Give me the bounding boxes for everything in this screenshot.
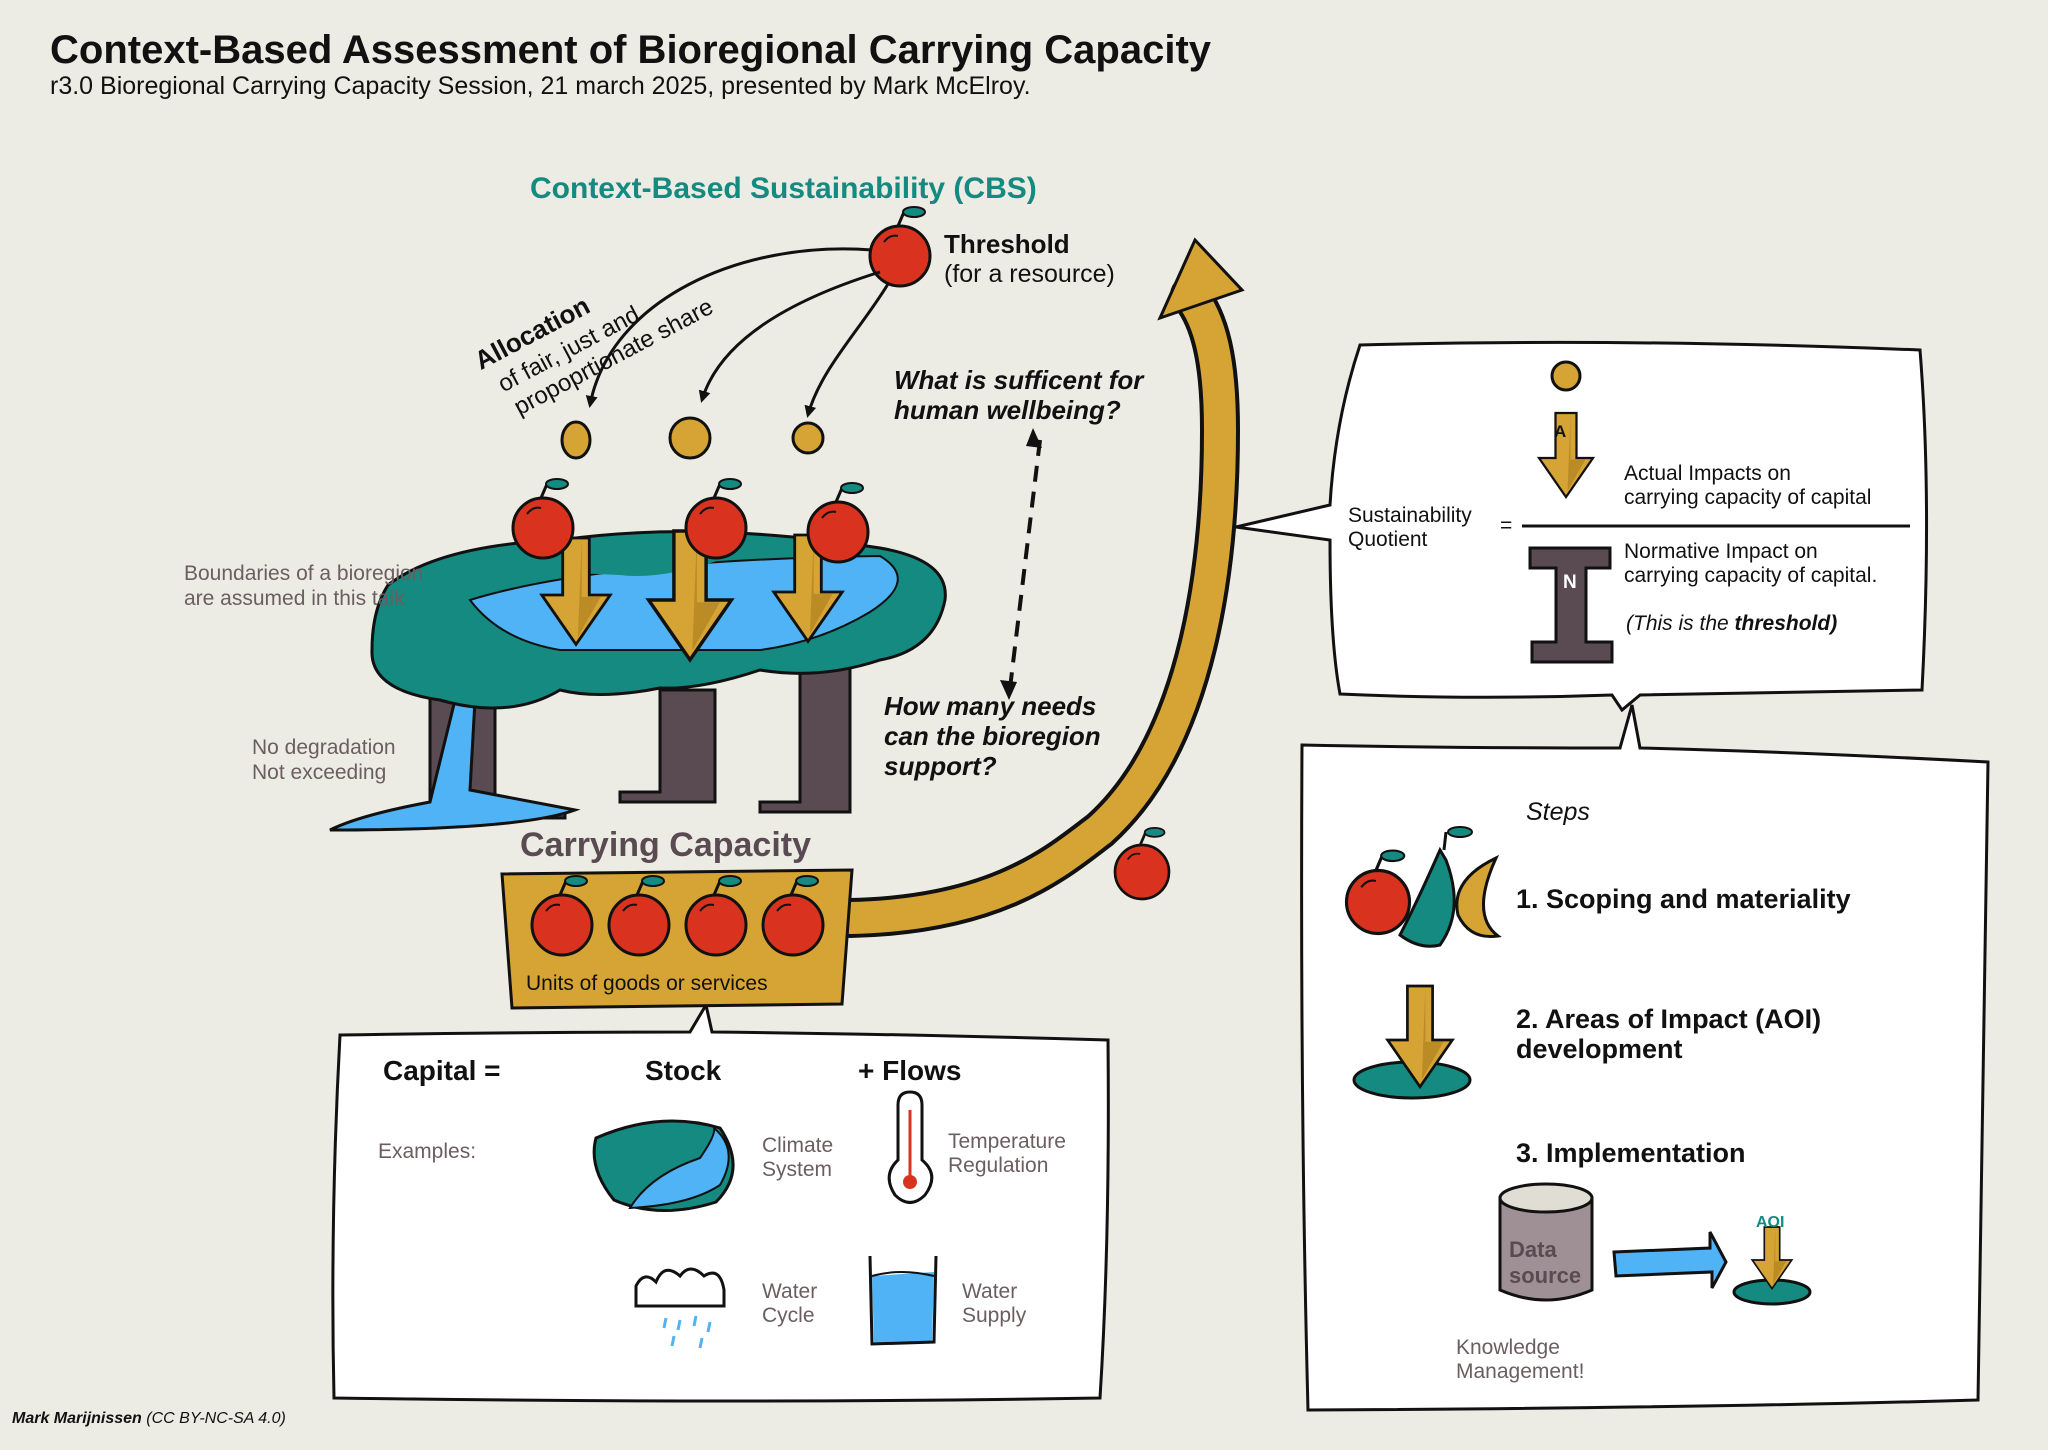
climate-label-line2: System (762, 1158, 833, 1181)
question-bottom-line3: support? (884, 751, 997, 781)
equals-sign: = (1500, 514, 1513, 537)
degradation-note-line1: No degradation (252, 736, 396, 759)
water-supply-label-line1: Water (962, 1280, 1018, 1303)
question-top-line2: human wellbeing? (894, 395, 1121, 425)
carrying-capacity-box (500, 868, 854, 1010)
data-source-icon (1498, 1182, 1594, 1302)
person-1 (511, 420, 612, 646)
boundaries-note-line1: Boundaries of a bioregion (184, 562, 424, 585)
climate-system-icon (592, 1119, 735, 1213)
normative-impact-line2: carrying capacity of capital. (1624, 564, 1878, 587)
actual-impacts-line2: carrying capacity of capital (1624, 486, 1872, 509)
water-cycle-label-line2: Cycle (762, 1304, 815, 1327)
fruit-icon (1344, 826, 1502, 948)
dashed-link (1008, 439, 1042, 689)
footer-author: Mark Marijnissen (12, 1410, 142, 1427)
threshold-note-bold: threshold) (1734, 612, 1838, 635)
step-2-line2: development (1516, 1034, 1683, 1064)
quotient-label-line1: Sustainability (1348, 504, 1472, 527)
step-3: 3. Implementation (1516, 1138, 1746, 1168)
step-2-line1: 2. Areas of Impact (AOI) (1516, 1004, 1822, 1034)
allocation-arrow-2 (698, 270, 881, 403)
n-letter: N (1563, 572, 1577, 593)
water-cycle-label-line1: Water (762, 1280, 818, 1303)
knowledge-management-line1: Knowledge (1456, 1336, 1560, 1359)
data-source-line1: Data (1509, 1237, 1557, 1262)
quotient-label-line2: Quotient (1348, 528, 1428, 551)
examples-label: Examples: (378, 1140, 477, 1163)
actual-impact-icon (1537, 360, 1595, 499)
thermometer-icon (887, 1090, 934, 1204)
flow-arrowhead (1157, 237, 1245, 321)
dashed-arrowhead-bottom (1000, 680, 1017, 700)
threshold-title: Threshold (944, 229, 1070, 259)
actual-impacts-line1: Actual Impacts on (1624, 462, 1791, 485)
step-1: 1. Scoping and materiality (1516, 884, 1851, 914)
units-label: Units of goods or services (526, 972, 768, 995)
footer-credit: Mark Marijnissen (CC BY-NC-SA 4.0) (12, 1410, 286, 1428)
question-bottom-line2: can the bioregion (884, 721, 1101, 751)
cbs-heading: Context-Based Sustainability (CBS) (530, 172, 1037, 205)
threshold-note: (This is the threshold) (1626, 612, 1837, 636)
threshold-subtitle: (for a resource) (944, 260, 1115, 288)
data-source-line2: source (1509, 1263, 1582, 1288)
boundaries-note-line2: are assumed in this talk (184, 587, 405, 610)
question-top-line1: What is sufficent for (894, 365, 1144, 395)
flow-arrow (834, 279, 1237, 934)
page-title: Context-Based Assessment of Bioregional … (50, 28, 1212, 72)
question-bottom-line1: How many needs (884, 691, 1097, 721)
implementation-arrow-icon (1612, 1231, 1728, 1289)
degradation-note-line2: Not exceeding (252, 761, 387, 784)
a-letter: A (1554, 422, 1567, 441)
knowledge-management-line2: Management! (1456, 1360, 1585, 1383)
normative-impact-line1: Normative Impact on (1624, 540, 1818, 563)
temperature-label-line2: Regulation (948, 1154, 1049, 1177)
dashed-arrowhead-top (1026, 428, 1042, 448)
aoi-tag: AOI (1756, 1214, 1785, 1231)
water-supply-icon (868, 1255, 938, 1346)
page-subtitle: r3.0 Bioregional Carrying Capacity Sessi… (50, 72, 1031, 100)
footer-license: (CC BY-NC-SA 4.0) (146, 1410, 286, 1427)
climate-label-line1: Climate (762, 1134, 834, 1157)
flows-label: + Flows (858, 1055, 962, 1086)
aoi-development-icon (1352, 984, 1472, 1100)
waterfall (329, 698, 581, 832)
person-3 (772, 421, 870, 643)
threshold-apple-icon (868, 205, 932, 288)
rain-cloud-icon (634, 1267, 726, 1349)
capital-label: Capital = (383, 1055, 501, 1086)
apple-on-arrow-icon (1113, 826, 1171, 901)
threshold-note-prefix: (This is the (1626, 612, 1735, 635)
steps-heading: Steps (1526, 798, 1590, 826)
carrying-capacity-title: Carrying Capacity (520, 826, 811, 864)
temperature-label-line1: Temperature (948, 1130, 1066, 1153)
person-2 (646, 416, 748, 662)
water-supply-label-line2: Supply (962, 1304, 1027, 1327)
aoi-small-icon (1732, 1226, 1812, 1306)
allocation-arrow-1 (585, 247, 873, 408)
allocation-arrow-3 (804, 283, 890, 418)
stock-label: Stock (645, 1055, 722, 1086)
normative-impact-icon (1528, 546, 1614, 664)
